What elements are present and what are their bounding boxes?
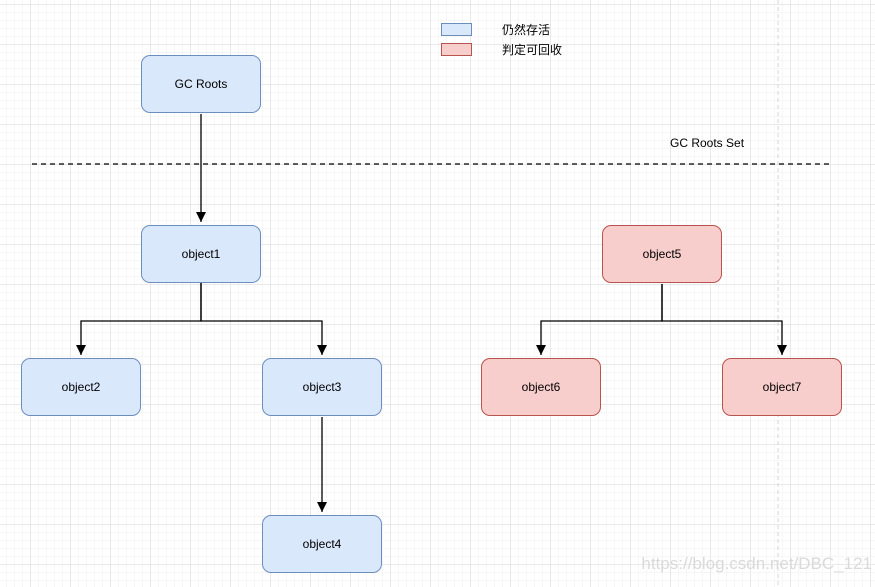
legend-label-recyclable: 判定可回收 [502, 42, 563, 57]
legend-swatch-alive [441, 22, 472, 36]
legend-label-alive: 仍然存活 [502, 22, 551, 37]
node-object1-label: object1 [181, 247, 221, 261]
legend-swatch-recyclable [441, 42, 472, 56]
edge-object5-object7 [661, 284, 787, 355]
edge-object1-object2 [76, 283, 202, 355]
node-object2-label: object2 [61, 380, 101, 394]
node-gc-roots-label: GC Roots [174, 77, 228, 91]
node-object1: object1 [141, 225, 261, 283]
legend: 仍然存活 判定可回收 [441, 19, 562, 59]
csdn-watermark: https://blog.csdn.net/DBC_121 [641, 554, 872, 573]
node-object3: object3 [262, 358, 382, 416]
legend-item-recyclable: 判定可回收 [441, 39, 562, 59]
gc-roots-set-label: GC Roots Set [670, 136, 745, 150]
edge-object5-object6 [536, 284, 663, 355]
node-object4-label: object4 [302, 537, 342, 551]
node-object3-label: object3 [302, 380, 342, 394]
node-object2: object2 [21, 358, 141, 416]
node-object5-label: object5 [642, 247, 682, 261]
edge-object1-object3 [200, 283, 327, 355]
node-gc-roots: GC Roots [141, 55, 261, 113]
node-object4: object4 [262, 515, 382, 573]
node-object5: object5 [602, 225, 722, 283]
legend-item-alive: 仍然存活 [441, 19, 562, 39]
node-object6: object6 [481, 358, 601, 416]
node-object7: object7 [722, 358, 842, 416]
node-object6-label: object6 [521, 380, 561, 394]
node-object7-label: object7 [762, 380, 802, 394]
